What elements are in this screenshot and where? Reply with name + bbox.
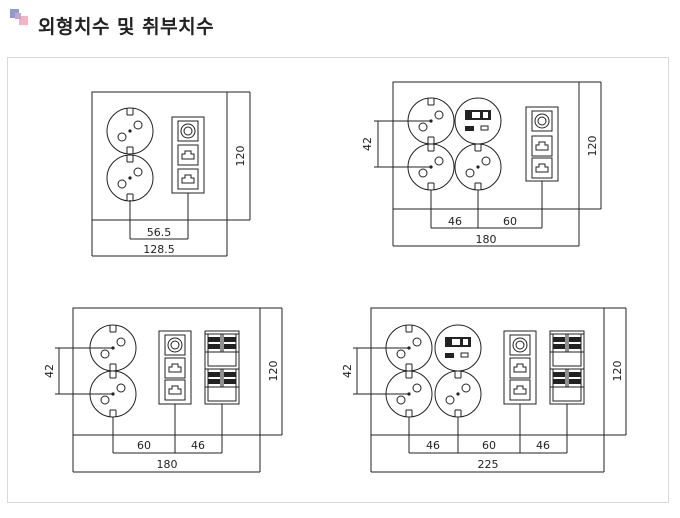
dimension-width: 60 bbox=[137, 439, 151, 452]
dimension-width: 60 bbox=[503, 215, 517, 228]
dimension-height: 120 bbox=[267, 361, 280, 382]
dimension-width: 46 bbox=[191, 439, 205, 452]
dimension-total-width: 225 bbox=[478, 458, 499, 471]
diagram-4-outlet-plate: 42 120 46 60 46 225 bbox=[341, 307, 627, 473]
dimension-spacing: 42 bbox=[361, 137, 374, 151]
dimension-width: 56.5 bbox=[147, 226, 172, 239]
dimension-width: 46 bbox=[536, 439, 550, 452]
dimension-spacing: 42 bbox=[341, 364, 354, 378]
dimension-total-width: 128.5 bbox=[143, 243, 175, 256]
title-bullet-icon-overlap bbox=[15, 13, 21, 19]
dimension-height: 120 bbox=[611, 361, 624, 382]
dimension-height: 120 bbox=[234, 146, 247, 167]
dimension-height: 120 bbox=[586, 136, 599, 157]
dimension-total-width: 180 bbox=[476, 233, 497, 246]
dimension-width: 60 bbox=[482, 439, 496, 452]
diagram-frame bbox=[7, 57, 669, 503]
section-header: 외형치수 및 취부치수 bbox=[0, 0, 680, 50]
dimension-width: 46 bbox=[426, 439, 440, 452]
dimension-spacing: 42 bbox=[43, 364, 56, 378]
diagram-2-outlet-plate: 42 120 46 60 180 bbox=[361, 81, 602, 247]
dimension-width: 46 bbox=[448, 215, 462, 228]
diagram-3-outlet-plate: 42 120 60 46 180 bbox=[43, 307, 283, 473]
diagram-1-outlet-plate: 120 56.5 128.5 bbox=[91, 91, 251, 257]
dimension-total-width: 180 bbox=[157, 458, 178, 471]
page-title: 외형치수 및 취부치수 bbox=[38, 16, 215, 38]
title-bullet-icon bbox=[10, 9, 19, 18]
title-bullet-icon-accent bbox=[19, 16, 28, 25]
